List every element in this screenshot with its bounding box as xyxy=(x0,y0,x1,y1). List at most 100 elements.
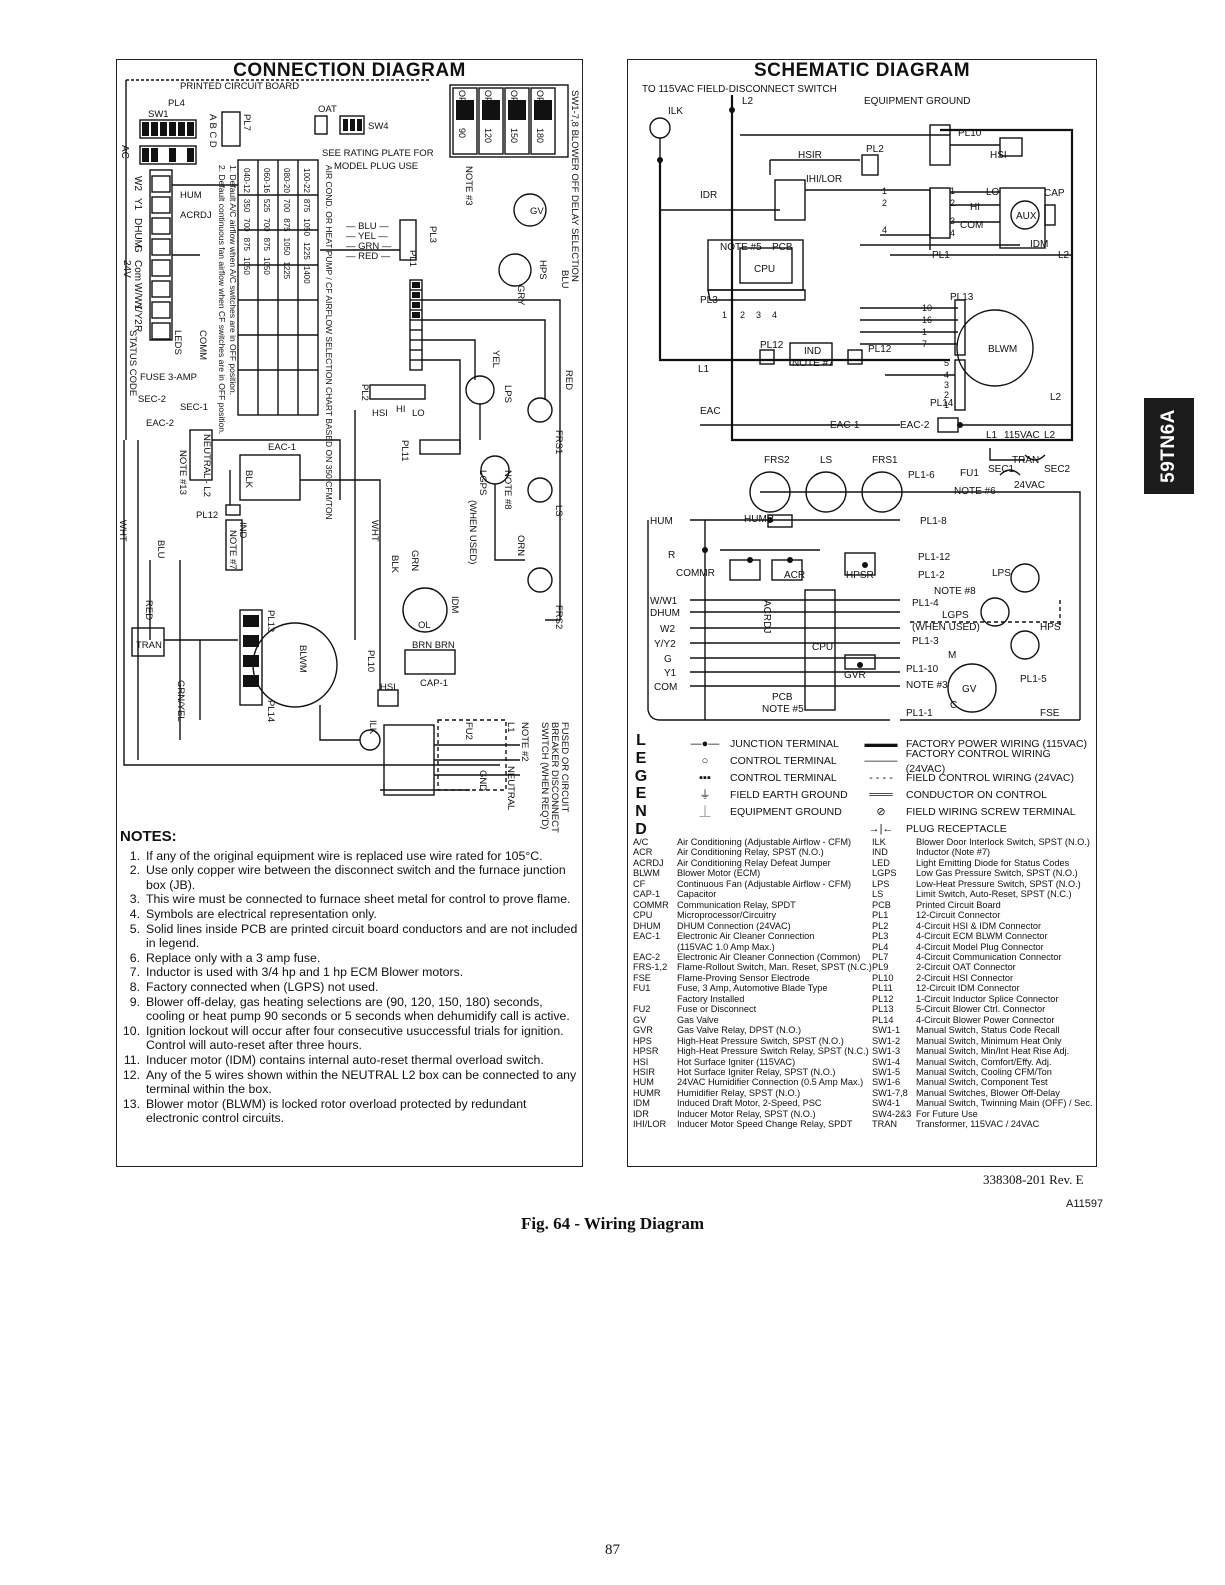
schematic-pcb: PCB xyxy=(772,692,793,703)
control-terminal-icon: ○ xyxy=(701,755,709,767)
note-item: 12.Any of the 5 wires shown within the N… xyxy=(122,1067,577,1097)
schematic-blwm: BLWM xyxy=(988,344,1017,355)
pl1-label: PL1 xyxy=(407,250,418,267)
screw-terminal-icon: ⊘ xyxy=(876,806,886,818)
schematic-pl16: PL1-6 xyxy=(908,470,935,481)
rating-label: SEE RATING PLATE FOR xyxy=(322,148,434,159)
airflow-row-2: 060-165257008751050 xyxy=(262,168,271,275)
pl7-label: PL7 xyxy=(241,114,252,131)
legend-symbol-row: ———FACTORY CONTROL WIRING (24VAC) xyxy=(856,748,1092,775)
terminal-dhum: DHUM xyxy=(132,218,143,248)
schematic-l2-idm: L2 xyxy=(1058,250,1070,261)
blower-dip-off-1: OFF xyxy=(457,90,467,108)
pl14-label: PL14 xyxy=(265,700,276,722)
sw4-label: SW4 xyxy=(368,121,389,132)
ilk-label: ILK xyxy=(367,720,378,735)
blower-dip-val-4: 180 xyxy=(535,128,545,143)
plug-receptacle-icon: →|← xyxy=(868,823,894,835)
sw1-label: SW1 xyxy=(148,109,169,120)
schematic-com: COM xyxy=(960,220,983,231)
note-item: 5.Solid lines inside PCB are printed cir… xyxy=(129,921,578,951)
pl2-label: PL2 xyxy=(359,384,370,401)
idm-pin-2: 2 xyxy=(882,198,887,208)
airflow-footnote-1: 1. Default A/C airflow when A/C switches… xyxy=(228,165,238,395)
status-code-label: STATUS CODE xyxy=(127,330,138,396)
wire-orn-right: ORN xyxy=(515,535,526,556)
earth-ground-icon: ⏚ xyxy=(699,789,711,801)
eac2-label: EAC-2 xyxy=(146,418,174,429)
schematic-cap: CAP xyxy=(1044,188,1065,199)
legend-symbol-row: ▬▬▬FACTORY POWER WIRING (115VAC) xyxy=(856,736,1092,753)
schematic-pl12-right: PL12 xyxy=(868,344,892,355)
fuse-label: FUSE 3-AMP xyxy=(140,372,197,383)
pl13-pin-7: 7 xyxy=(922,339,927,349)
pl10-label: PL10 xyxy=(365,650,376,672)
schematic-24vac: 24VAC xyxy=(1014,480,1045,491)
schematic-note6: NOTE #6 xyxy=(954,486,996,497)
schematic-lo: LO xyxy=(986,187,1000,198)
note-item: 11.Inducer motor (IDM) contains internal… xyxy=(123,1052,544,1067)
ls-label: LS xyxy=(553,505,564,517)
note2-label: NOTE #2 xyxy=(519,722,530,762)
schematic-acr: ACR xyxy=(784,570,805,581)
schematic-hpsr: HPSR xyxy=(846,570,874,581)
note8-label: NOTE #8 xyxy=(502,470,513,510)
airflow-row-4: 100-22875105012251400 xyxy=(302,168,311,284)
notes-title: NOTES: xyxy=(120,828,177,845)
wire-yel-right: YEL xyxy=(490,350,501,368)
pl3-pin-1: 1 xyxy=(722,310,727,320)
schematic-pl2: PL2 xyxy=(866,144,884,155)
blwm-label: BLWM xyxy=(297,645,308,673)
schematic-wire-y1: Y1 xyxy=(664,668,677,679)
pl3-label: PL3 xyxy=(427,226,438,243)
terminal-ac: AC xyxy=(119,145,130,159)
sec2-label: SEC-2 xyxy=(138,394,166,405)
schematic-pl13b: PL1-3 xyxy=(912,636,939,647)
schematic-fu1: FU1 xyxy=(960,468,979,479)
legend-symbol-row: ⏊EQUIPMENT GROUND xyxy=(680,804,870,821)
hps-label: HPS xyxy=(537,260,548,280)
pl3-pin-4: 4 xyxy=(772,310,777,320)
schematic-pl112: PL1-12 xyxy=(918,552,951,563)
schematic-frs2: FRS2 xyxy=(764,455,790,466)
terminal-ww1: W/W1 xyxy=(132,283,143,311)
acrdj-label: ACRDJ xyxy=(180,210,212,221)
leds-label: LEDS xyxy=(172,330,183,355)
pl13-label: PL13 xyxy=(265,610,276,632)
brn-label: BRN BRN xyxy=(412,640,455,651)
schematic-pl10: PL10 xyxy=(958,128,982,139)
airflow-row-3: 080-2070087510501225 xyxy=(282,168,291,280)
abcd-label: A B C D xyxy=(207,114,218,148)
schematic-m: M xyxy=(948,650,956,661)
l1-label: L1 xyxy=(505,722,516,733)
abbr-row: Factory Installed xyxy=(677,993,745,1004)
schematic-wire-com: COM xyxy=(654,682,677,693)
notes-section: NOTES: 1.If any of the original equipmen… xyxy=(120,828,580,1126)
schematic-pl13: PL13 xyxy=(950,292,974,303)
wire-blk-left: BLK xyxy=(243,470,254,489)
schematic-pl12: PL12 xyxy=(760,340,784,351)
airflow-table-title: AIR COND. OR HEAT PUMP / CF AIRFLOW SELE… xyxy=(324,165,334,520)
schematic-note3: NOTE #3 xyxy=(906,680,948,691)
wire-red-right: RED xyxy=(563,370,574,390)
terminal-y1: Y1 xyxy=(132,198,143,211)
schematic-cpu-top: CPU xyxy=(754,264,775,275)
pl13-pin-16: 16 xyxy=(922,315,932,325)
schematic-note5-bottom: NOTE #5 xyxy=(762,704,804,715)
note-item: 9.Blower off-delay, gas heating selectio… xyxy=(129,994,570,1024)
power-wiring-icon: ▬▬▬ xyxy=(864,738,898,750)
frs1-label: FRS1 xyxy=(553,430,564,454)
